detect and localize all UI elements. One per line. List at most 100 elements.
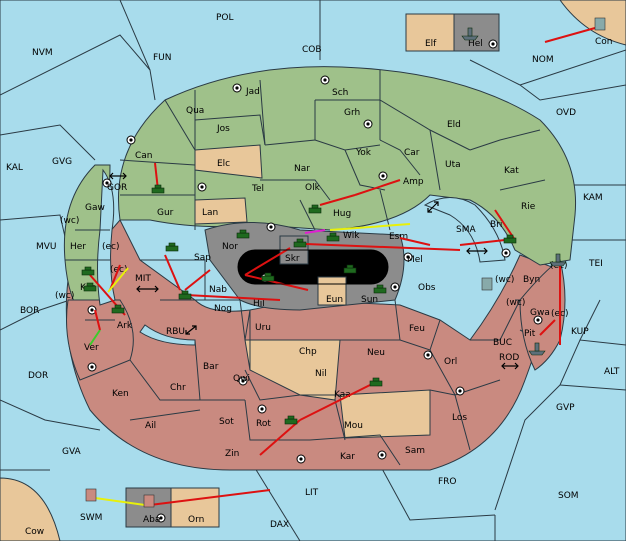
supply-center-icon — [488, 39, 498, 49]
province-labels: POL FUN COB NVM NOM OVD KAL GVG MVU BOR … — [6, 13, 620, 537]
army-icon — [236, 229, 250, 239]
army-icon — [165, 242, 179, 252]
coast-label: (wc) — [55, 291, 74, 301]
two-way-arrow-icon — [136, 285, 159, 293]
label-gwa: Gwa — [530, 308, 550, 318]
coast-label: (wc) — [506, 298, 525, 308]
label-esm: Esm — [389, 232, 408, 242]
two-way-arrow-icon — [185, 325, 197, 335]
label-sun: Sun — [361, 295, 378, 305]
army-icon — [343, 264, 357, 274]
supply-center-icon — [102, 178, 112, 188]
fleet-icon — [594, 17, 606, 31]
label-kam: KAM — [583, 193, 603, 203]
label-pit: Pit — [524, 329, 536, 339]
fleet-icon — [85, 488, 97, 502]
fleet-icon — [143, 494, 155, 508]
label-olk: Olk — [305, 183, 321, 193]
label-obs: Obs — [418, 283, 436, 293]
label-gvg: GVG — [52, 157, 72, 167]
label-grh: Grh — [344, 108, 360, 118]
label-cow: Cow — [25, 527, 44, 537]
two-way-arrow-icon — [466, 247, 488, 255]
units[interactable] — [81, 184, 517, 425]
label-sma: SMA — [456, 225, 476, 235]
label-tei: TEI — [588, 259, 603, 269]
supply-center-icon — [197, 182, 207, 192]
sea-gor[interactable] — [97, 168, 116, 306]
label-web: Web — [286, 274, 306, 284]
label-uta: Uta — [445, 160, 461, 170]
army-icon — [83, 282, 97, 292]
label-sch: Sch — [332, 88, 348, 98]
fleet-icon — [549, 253, 567, 267]
label-byn: Byn — [523, 275, 540, 285]
label-elf: Elf — [425, 39, 437, 49]
label-dax: DAX — [270, 520, 289, 530]
label-fun: FUN — [153, 53, 172, 63]
label-eun: Eun — [326, 295, 343, 305]
label-yok: Yok — [355, 148, 372, 158]
supply-center-icon — [320, 75, 330, 85]
label-bar: Bar — [203, 362, 219, 372]
fleet-icon — [481, 277, 493, 291]
army-icon — [261, 272, 275, 282]
supply-center-icon — [363, 119, 373, 129]
label-mou: Mou — [344, 421, 363, 431]
supply-center-icon — [377, 450, 387, 460]
label-uru: Uru — [255, 323, 271, 333]
label-ail: Ail — [145, 421, 156, 431]
province-elf[interactable] — [405, 13, 455, 52]
two-way-arrow-icon — [109, 172, 127, 180]
label-kat: Kat — [504, 166, 519, 176]
impassable-center — [238, 250, 388, 284]
fleet-icon — [528, 342, 546, 356]
supply-center-icon — [87, 305, 97, 315]
label-qwi: Qwi — [233, 374, 250, 384]
label-orn: Orn — [188, 515, 204, 525]
label-qua: Qua — [186, 106, 204, 116]
province-chp[interactable] — [244, 339, 341, 401]
fleets[interactable] — [85, 17, 606, 508]
supply-center-icon — [403, 252, 413, 262]
coast-label: (wc) — [495, 275, 514, 285]
supply-center-icon — [232, 83, 242, 93]
supply-center-icon — [296, 454, 306, 464]
supply-center-icon — [423, 350, 433, 360]
province-mou[interactable] — [339, 389, 431, 439]
label-nom: NOM — [532, 55, 554, 65]
label-jad: Jad — [245, 87, 260, 97]
label-mvu: MVU — [36, 242, 57, 252]
region-red-west — [66, 299, 134, 381]
label-los: Los — [452, 413, 467, 423]
supply-center-icon — [378, 171, 388, 181]
label-dor: DOR — [28, 371, 48, 381]
label-ver: Ver — [84, 343, 99, 353]
two-way-arrow-icon — [427, 201, 439, 213]
province-eun[interactable] — [317, 276, 347, 306]
label-can: Can — [135, 151, 153, 161]
label-orl: Orl — [444, 357, 457, 367]
coast-label: (wc) — [60, 216, 79, 226]
label-tel: Tel — [251, 184, 264, 194]
label-hel: Hel — [468, 39, 483, 49]
label-neu: Neu — [367, 348, 385, 358]
label-cob: COB — [302, 45, 322, 55]
army-icon — [284, 415, 298, 425]
label-con: Con — [595, 37, 613, 47]
label-feu: Feu — [409, 324, 425, 334]
sea-sma[interactable] — [423, 197, 506, 263]
label-hil: Hil — [253, 299, 265, 309]
label-nil: Nil — [315, 369, 327, 379]
label-ark: Ark — [117, 321, 133, 331]
supply-center-icon — [266, 222, 276, 232]
army-icon — [326, 232, 340, 242]
label-gaw: Gaw — [85, 203, 105, 213]
label-kup: KUP — [571, 327, 589, 337]
label-som: SOM — [558, 491, 579, 501]
label-ken: Ken — [112, 389, 129, 399]
province-orn[interactable] — [170, 487, 220, 528]
province-borders — [65, 70, 546, 466]
